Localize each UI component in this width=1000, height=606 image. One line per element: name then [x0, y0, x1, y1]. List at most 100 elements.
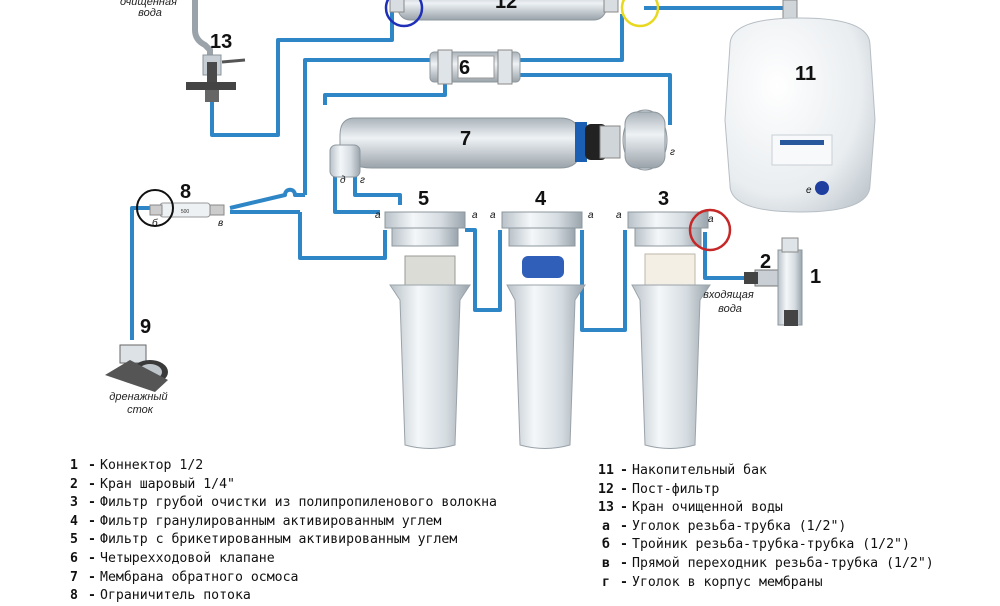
pipe-network [130, 6, 792, 340]
legend-right-key: 13 [598, 500, 614, 516]
component-numbers: 1 2 3 4 5 6 7 8 9 11 12 13 [140, 0, 821, 338]
fitting-letter-d: д [340, 175, 346, 186]
pipe-valve-to-membrane [323, 75, 447, 105]
incoming-water-line2: вода [718, 303, 742, 315]
pipe-5-to-4 [465, 228, 502, 312]
pipe-inlet [703, 232, 760, 280]
legend-left-dash: - [88, 550, 96, 566]
legend-right-key: а [602, 518, 610, 534]
filter-housing-3 [627, 211, 711, 449]
fitting-letter-a-4l: а [490, 210, 496, 221]
fitting-letters: а а а а а а б в г г д е [152, 147, 812, 229]
highlight-circle-yellow [620, 0, 660, 28]
legend-left-dash: - [88, 476, 96, 492]
pipe-4-to-3 [580, 230, 627, 332]
legend-right-text: Уголок резьба-трубка (1/2") [632, 518, 847, 534]
fitting-letter-a-3l: а [616, 210, 622, 221]
legend-left-key: 2 [70, 476, 78, 492]
legend-left-dash: - [88, 513, 96, 529]
pipe-faucet-to-postfilter [210, 12, 394, 137]
legend-left-item: 1-Коннектор 1/2 [64, 457, 497, 476]
legend-right-key: 12 [598, 481, 614, 497]
component-number-11: 11 [795, 63, 816, 85]
legend-right-item: 12-Пост-фильтр [596, 481, 934, 500]
filter-housing-4 [501, 211, 586, 449]
legend-right-item: в-Прямой переходник резьба-трубка (1/2") [596, 555, 934, 574]
legend-right-dash: - [620, 574, 628, 590]
legend-right-item: а-Уголок резьба-трубка (1/2") [596, 518, 934, 537]
highlight-circle-black [136, 189, 174, 227]
component-number-3: 3 [658, 188, 669, 210]
legend-left-dash: - [88, 532, 96, 548]
legend-left-item: 4-Фильтр гранулированным активированным … [64, 513, 497, 532]
inlet-connector-1-2 [744, 237, 803, 326]
legend-left-dash: - [88, 588, 96, 604]
fitting-letter-a-5l: а [375, 210, 381, 221]
legend-left-key: 7 [70, 569, 78, 585]
ro-membrane-7 [329, 109, 668, 178]
purified-water-label: очищенная вода [120, 0, 180, 19]
legend-left-text: Фильтр грубой очистки из полипропиленово… [100, 495, 497, 511]
legend-left-text: Ограничитель потока [100, 588, 251, 604]
highlight-circle-red [688, 208, 732, 252]
flow-limiter-8: 500 [149, 202, 225, 218]
filter-housing-5 [384, 211, 471, 449]
post-filter-12 [389, 0, 619, 21]
legend-left-item: 6-Четырехходовой клапане [64, 550, 497, 569]
legend-left-item: 7-Мембрана обратного осмоса [64, 569, 497, 588]
pipe-drain-line [229, 187, 305, 210]
component-number-5: 5 [418, 188, 429, 210]
fitting-letter-a-5r: а [472, 210, 478, 221]
fitting-letter-g-left: г [360, 175, 365, 186]
component-number-12: 12 [495, 0, 517, 13]
legend-left-key: 6 [70, 550, 78, 566]
legend-right-item: 13-Кран очищенной воды [596, 499, 934, 518]
pipe-postfilter-down [520, 14, 624, 62]
fitting-letter-b: б [152, 217, 158, 229]
component-number-13: 13 [210, 31, 232, 53]
highlight-circle-blue [384, 0, 424, 28]
legend-right-key: г [602, 574, 610, 590]
component-number-6: 6 [459, 57, 470, 79]
legend-left-text: Коннектор 1/2 [100, 458, 204, 473]
incoming-water-line1: входящая [703, 289, 754, 301]
legend-right-dash: - [620, 481, 628, 497]
drain-clamp-9 [105, 344, 168, 392]
legend-left-text: Мембрана обратного осмоса [100, 569, 299, 585]
legend-right-dash: - [620, 537, 628, 553]
legend-right-dash: - [620, 500, 628, 516]
pipe-limiter-to-drain [130, 206, 150, 340]
legend-left-key: 5 [70, 532, 78, 548]
drain-label-line2: сток [127, 404, 154, 416]
pipe-filter5-to-valve [298, 212, 387, 260]
pipe-membrane-out [353, 175, 402, 205]
legend-left-item: 8-Ограничитель потока [64, 587, 497, 606]
legend-left-text: Кран шаровый 1/4" [100, 476, 235, 492]
legend-right-key: б [602, 537, 610, 553]
legend-right-key: в [602, 555, 610, 571]
flow-limiter-marking: 500 [181, 209, 190, 215]
pipe-postfilter-to-tank [644, 6, 792, 18]
pipe-valve-left [303, 58, 430, 195]
fitting-letter-a-4r: а [588, 210, 594, 221]
legend-left-key: 4 [70, 513, 78, 529]
legend-right-text: Прямой переходник резьба-трубка (1/2") [632, 555, 934, 571]
fitting-letter-e: е [806, 185, 812, 196]
legend-right-item: б-Тройник резьба-трубка-трубка (1/2") [596, 536, 934, 555]
legend-left-item: 3-Фильтр грубой очистки из полипропилено… [64, 494, 497, 513]
faucet-13 [186, 0, 246, 102]
legend-right-text: Накопительный бак [632, 463, 767, 478]
legend-left-dash: - [88, 458, 96, 473]
legend-right-item: г-Уголок в корпус мембраны [596, 574, 934, 593]
fitting-letter-g-right: г [670, 147, 675, 158]
legend-right-item: 11-Накопительный бак [596, 462, 934, 481]
legend-left-text: Фильтр гранулированным активированным уг… [100, 513, 442, 529]
drain-label-line1: дренажный [109, 391, 167, 403]
legend-right-text: Пост-фильтр [632, 481, 720, 497]
component-number-4: 4 [535, 188, 547, 210]
legend-right-key: 11 [598, 463, 614, 478]
legend-right-dash: - [620, 463, 628, 478]
